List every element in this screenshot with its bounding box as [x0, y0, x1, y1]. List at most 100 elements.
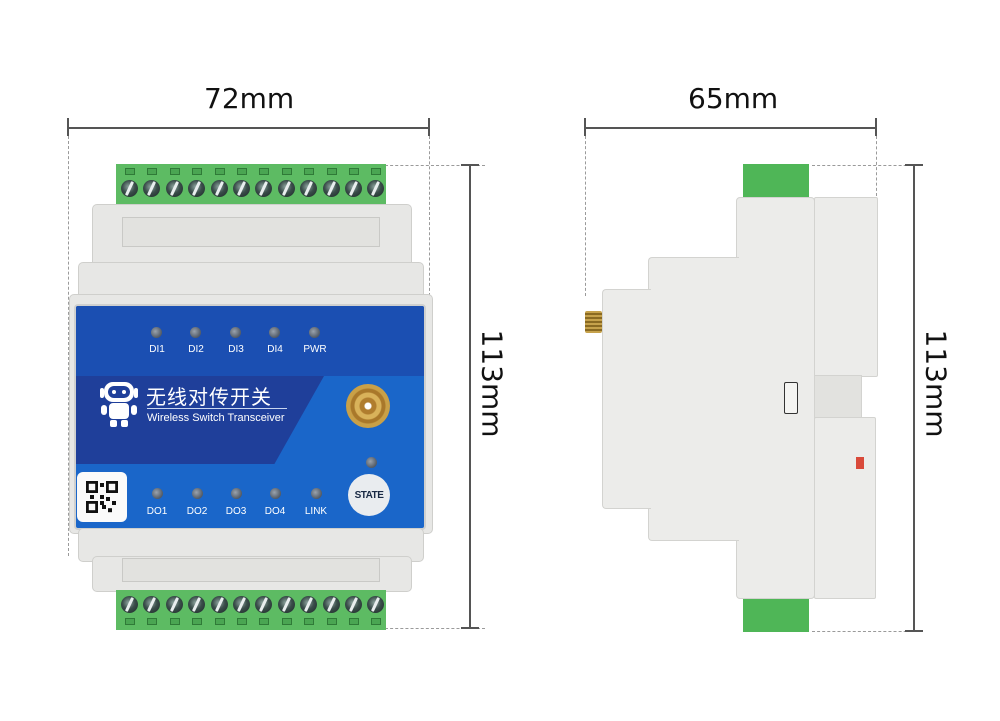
side-height-tick-top — [905, 164, 923, 166]
led-do2 — [192, 488, 203, 499]
label-do4: DO4 — [264, 506, 286, 517]
terminal-screw-icon — [233, 180, 250, 197]
terminal-slot — [371, 168, 382, 175]
led-pwr — [309, 327, 320, 338]
terminal-slot — [326, 618, 337, 625]
front-width-tick-left — [67, 118, 69, 136]
side-guide-left — [585, 136, 586, 296]
terminal-screw-icon — [165, 596, 183, 613]
product-title-en: Wireless Switch Transceiver — [147, 412, 285, 424]
terminal-slot — [192, 618, 203, 625]
state-button[interactable]: STATE — [348, 474, 390, 516]
front-width-line — [67, 127, 430, 129]
terminal-slot — [125, 618, 135, 625]
side-body-mid — [648, 257, 739, 541]
top-terminal-block — [116, 164, 386, 204]
din-clip-red — [856, 457, 864, 469]
terminal-slot — [304, 168, 315, 175]
terminal-screw-icon — [277, 180, 295, 197]
front-height-label: 113mm — [475, 329, 509, 438]
terminal-slot — [147, 618, 158, 625]
side-height-label: 113mm — [919, 329, 953, 438]
led-di3 — [230, 327, 241, 338]
terminal-screw-icon — [143, 596, 161, 613]
side-bottom-terminal — [743, 596, 809, 632]
terminal-slot — [169, 618, 180, 625]
led-do4 — [270, 488, 281, 499]
terminal-slot — [349, 618, 359, 625]
front-height-tick-bottom — [461, 627, 479, 629]
terminal-slot — [214, 168, 225, 175]
front-width-tick-right — [428, 118, 430, 136]
terminal-screw-icon — [121, 180, 138, 197]
side-width-tick-left — [584, 118, 586, 136]
terminal-screw-icon — [322, 596, 340, 613]
led-link — [311, 488, 322, 499]
terminal-screw-icon — [121, 596, 138, 613]
terminal-screw-icon — [233, 596, 250, 613]
side-antenna-stub-icon — [585, 311, 602, 333]
led-do3 — [231, 488, 242, 499]
led-di1 — [151, 327, 162, 338]
antenna-connector-icon — [346, 384, 390, 428]
front-width-label: 72mm — [204, 82, 295, 115]
middle-case-tier-top — [78, 262, 424, 300]
terminal-screw-icon — [210, 180, 228, 197]
terminal-slot — [237, 618, 247, 625]
qr-code-icon — [86, 481, 118, 513]
side-guide-bottom — [812, 631, 922, 632]
side-body-front — [602, 289, 651, 509]
side-height-tick-bottom — [905, 630, 923, 632]
front-guide-right — [429, 136, 430, 296]
terminal-screw-icon — [188, 180, 206, 197]
led-di4 — [269, 327, 280, 338]
terminal-slot — [169, 168, 180, 175]
terminal-slot — [125, 168, 135, 175]
terminal-slot — [349, 168, 359, 175]
terminal-screw-icon — [322, 180, 340, 197]
terminal-screw-icon — [345, 180, 362, 197]
terminal-slot — [259, 168, 270, 175]
bottom-terminal-block — [116, 590, 386, 630]
side-body-center — [736, 197, 815, 599]
terminal-slot — [281, 168, 292, 175]
label-di2: DI2 — [188, 344, 204, 355]
label-di1: DI1 — [149, 344, 165, 355]
front-height-line — [469, 165, 471, 629]
terminal-screw-icon — [300, 596, 318, 613]
terminal-screw-icon — [255, 180, 273, 197]
label-pwr: PWR — [303, 344, 327, 355]
terminal-slot — [192, 168, 203, 175]
qr-code — [77, 472, 127, 522]
terminal-slot — [259, 618, 270, 625]
terminal-slot — [237, 168, 247, 175]
upper-label-recess — [122, 217, 380, 247]
side-guide-top — [812, 165, 922, 166]
terminal-screw-icon — [367, 596, 385, 613]
terminal-slot — [326, 168, 337, 175]
side-din-middle — [814, 375, 862, 419]
label-di4: DI4 — [267, 344, 283, 355]
terminal-screw-icon — [345, 596, 362, 613]
terminal-screw-icon — [188, 596, 206, 613]
front-height-tick-top — [461, 164, 479, 166]
label-di3: DI3 — [228, 344, 244, 355]
terminal-slot — [214, 618, 225, 625]
led-state — [366, 457, 377, 468]
title-underline — [147, 408, 287, 409]
label-link: LINK — [304, 506, 328, 517]
robot-logo-icon — [100, 382, 138, 427]
terminal-screw-icon — [165, 180, 183, 197]
side-din-lower — [814, 417, 876, 599]
terminal-screw-icon — [277, 596, 295, 613]
side-height-line — [913, 165, 915, 631]
terminal-screw-icon — [300, 180, 318, 197]
label-do3: DO3 — [225, 506, 247, 517]
product-title-cn: 无线对传开关 — [146, 385, 272, 409]
terminal-screw-icon — [255, 596, 273, 613]
terminal-screw-icon — [143, 180, 161, 197]
terminal-slot — [147, 168, 158, 175]
side-top-terminal — [743, 164, 809, 200]
front-guide-bottom — [385, 628, 485, 629]
terminal-screw-icon — [210, 596, 228, 613]
